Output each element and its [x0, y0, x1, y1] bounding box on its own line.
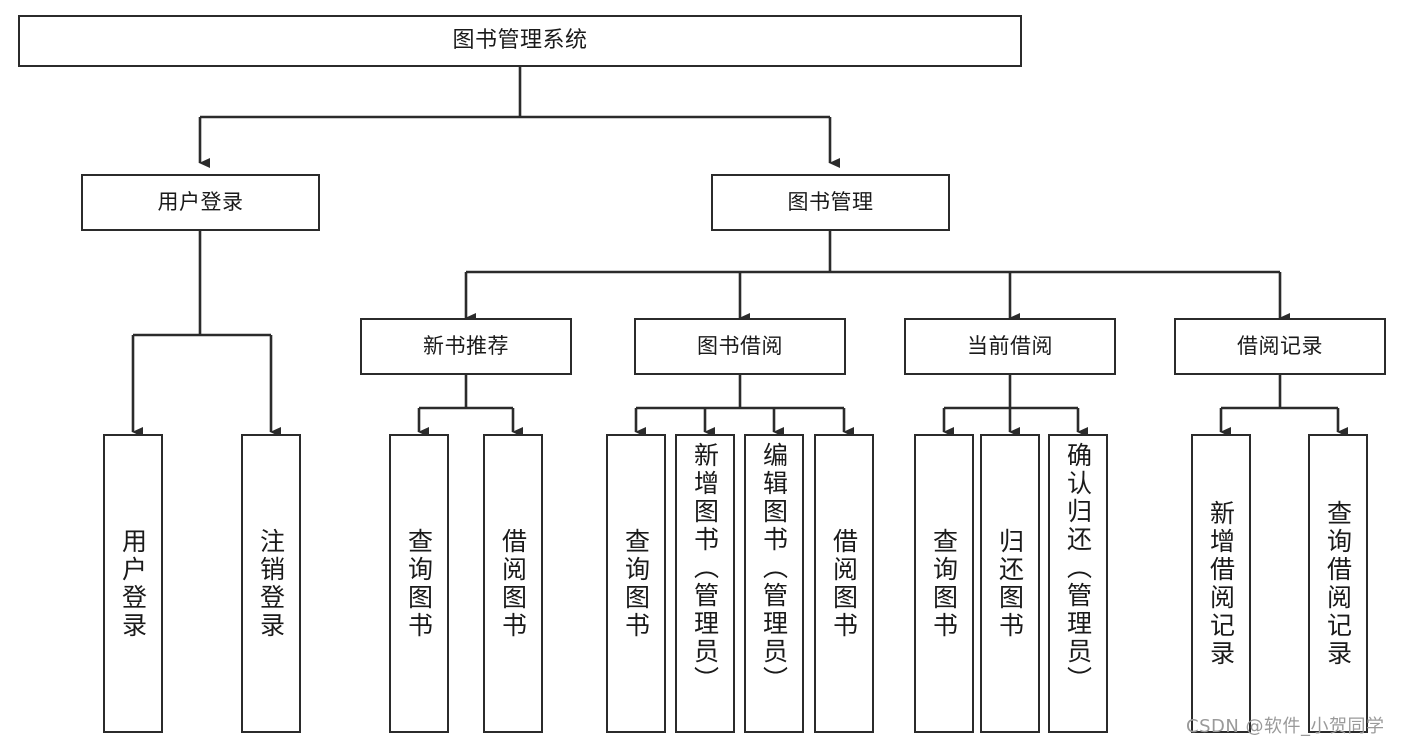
node-borrow-record[interactable]: 借阅记录: [1174, 318, 1386, 375]
node-user-login-label: 用户登录: [157, 189, 244, 214]
leaf-return-book[interactable]: 归还图书: [980, 434, 1040, 733]
node-new-book-recommend-label: 新书推荐: [423, 333, 509, 358]
leaf-edit-book-label: 编辑图书（管理员）: [759, 442, 789, 694]
leaf-edit-book[interactable]: 编辑图书（管理员）: [744, 434, 804, 733]
node-current-borrow-label: 当前借阅: [967, 333, 1053, 358]
node-user-login[interactable]: 用户登录: [81, 174, 320, 231]
node-book-borrow[interactable]: 图书借阅: [634, 318, 846, 375]
leaf-borrow-book-1-label: 借阅图书: [498, 527, 528, 640]
leaf-borrow-book-1[interactable]: 借阅图书: [483, 434, 543, 733]
leaf-borrow-book-2[interactable]: 借阅图书: [814, 434, 874, 733]
leaf-confirm-return-label: 确认归还（管理员）: [1063, 442, 1093, 694]
leaf-query-book-3[interactable]: 查询图书: [914, 434, 974, 733]
leaf-logout-label: 注销登录: [256, 527, 286, 640]
leaf-user-login[interactable]: 用户登录: [103, 434, 163, 733]
leaf-add-book[interactable]: 新增图书（管理员）: [675, 434, 735, 733]
leaf-query-book-2[interactable]: 查询图书: [606, 434, 666, 733]
node-current-borrow[interactable]: 当前借阅: [904, 318, 1116, 375]
node-book-manage[interactable]: 图书管理: [711, 174, 950, 231]
leaf-logout[interactable]: 注销登录: [241, 434, 301, 733]
leaf-query-record-label: 查询借阅记录: [1323, 499, 1353, 668]
leaf-query-book-2-label: 查询图书: [621, 527, 651, 640]
node-book-manage-label: 图书管理: [787, 189, 874, 214]
leaf-confirm-return[interactable]: 确认归还（管理员）: [1048, 434, 1108, 733]
leaf-query-book-1-label: 查询图书: [404, 527, 434, 640]
leaf-query-record[interactable]: 查询借阅记录: [1308, 434, 1368, 733]
leaf-add-record-label: 新增借阅记录: [1206, 499, 1236, 668]
leaf-add-record[interactable]: 新增借阅记录: [1191, 434, 1251, 733]
leaf-query-book-3-label: 查询图书: [929, 527, 959, 640]
leaf-add-book-label: 新增图书（管理员）: [690, 442, 720, 694]
node-new-book-recommend[interactable]: 新书推荐: [360, 318, 572, 375]
node-root[interactable]: 图书管理系统: [18, 15, 1022, 67]
leaf-user-login-label: 用户登录: [118, 527, 148, 640]
node-root-label: 图书管理系统: [452, 27, 588, 53]
leaf-return-book-label: 归还图书: [995, 527, 1025, 640]
leaf-borrow-book-2-label: 借阅图书: [829, 527, 859, 640]
leaf-query-book-1[interactable]: 查询图书: [389, 434, 449, 733]
node-borrow-record-label: 借阅记录: [1237, 333, 1323, 358]
node-book-borrow-label: 图书借阅: [697, 333, 783, 358]
